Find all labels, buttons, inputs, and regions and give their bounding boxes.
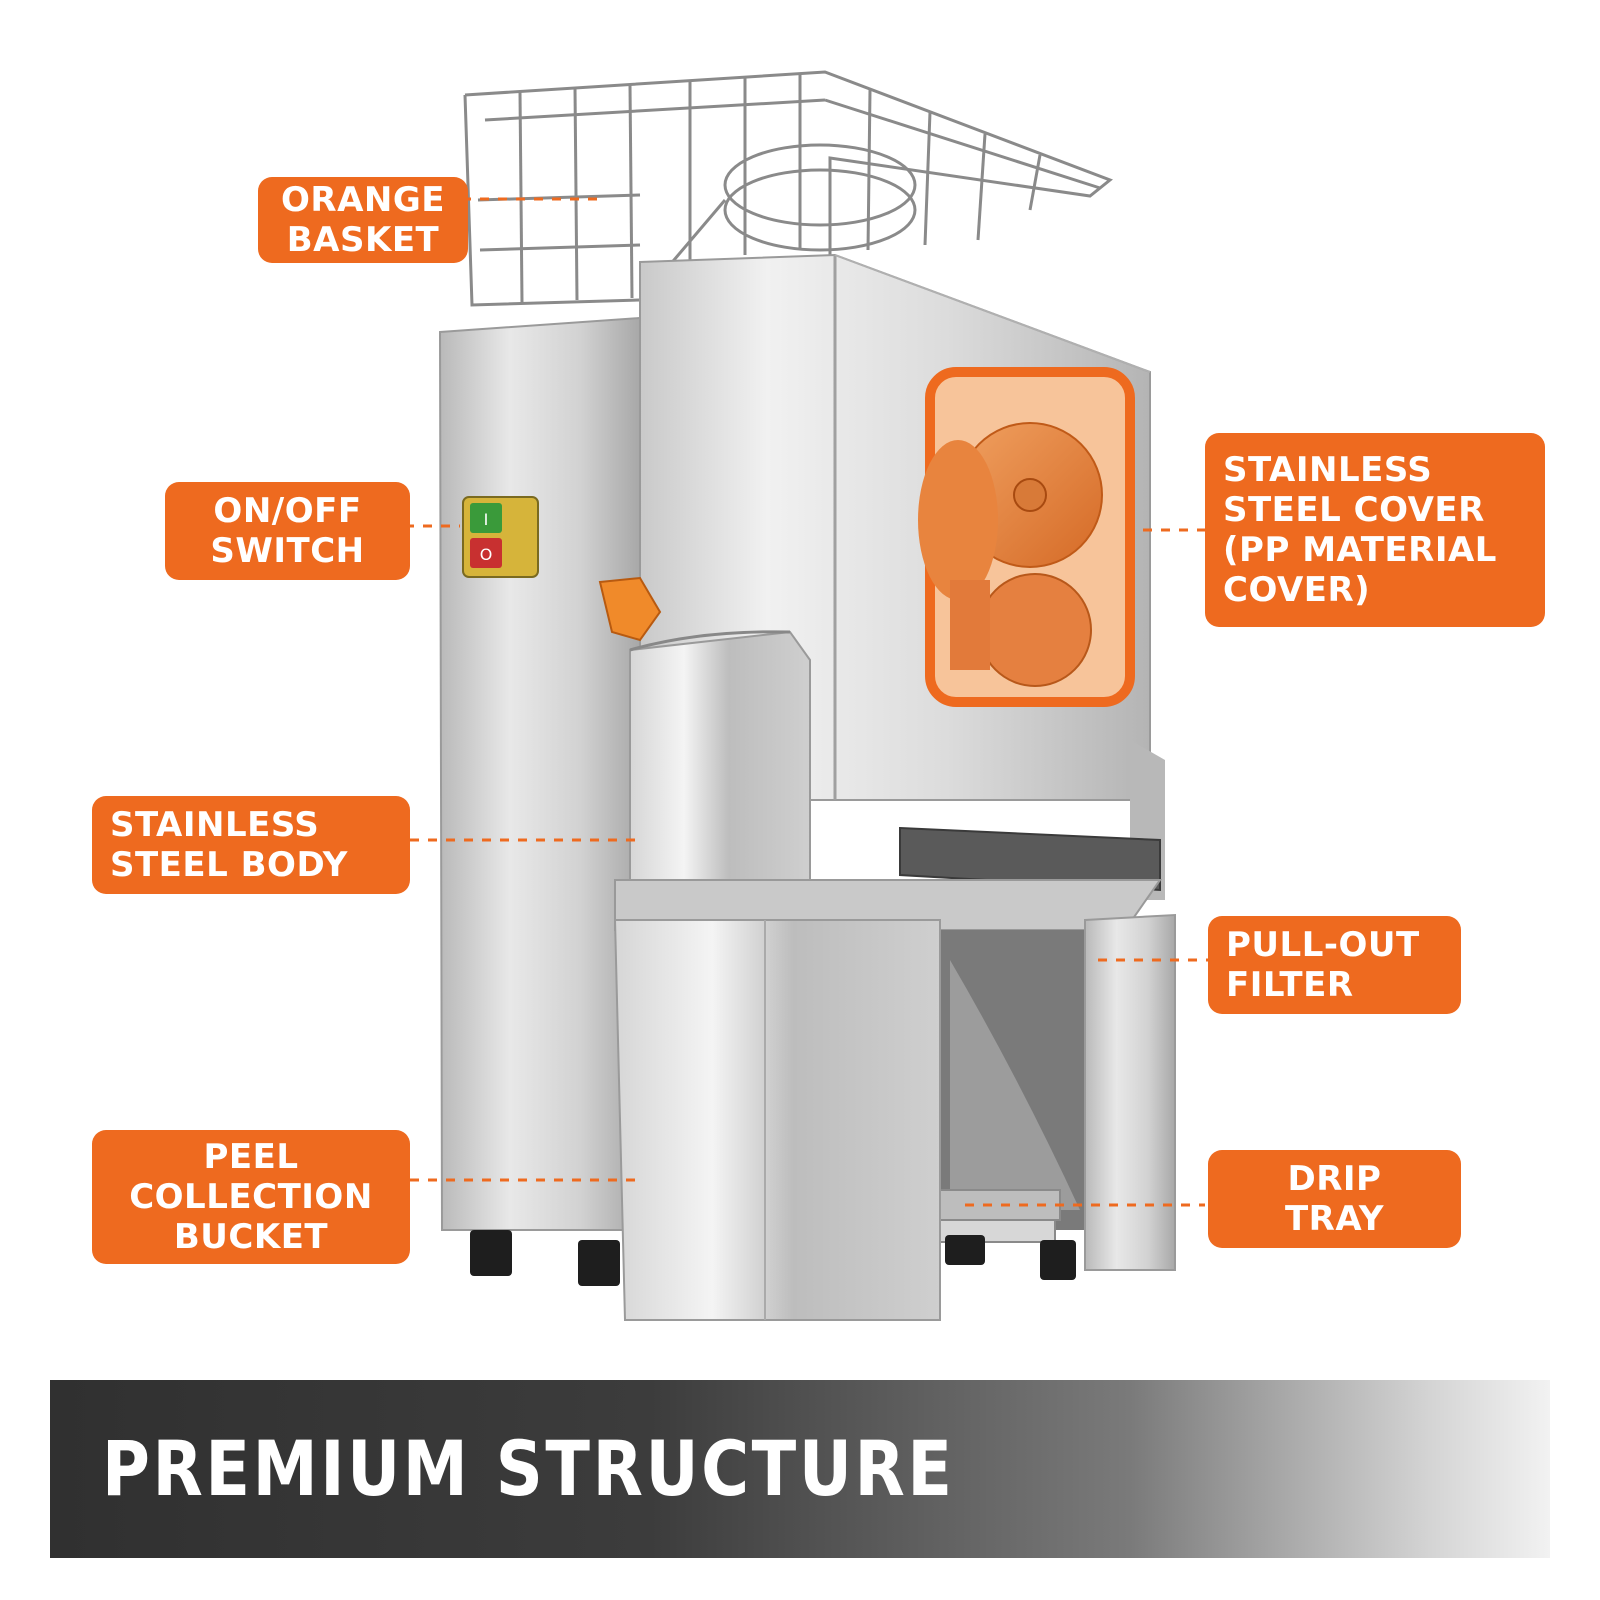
banner-title: PREMIUM STRUCTURE xyxy=(102,1424,955,1513)
label-orange-basket: ORANGE BASKET xyxy=(258,177,468,263)
switch-on-symbol: I xyxy=(484,510,489,529)
leader-lines xyxy=(405,197,1208,1207)
label-drip-tray: DRIP TRAY xyxy=(1208,1150,1461,1248)
label-stainless-steel-cover: STAINLESS STEEL COVER (PP MATERIAL COVER… xyxy=(1205,433,1545,627)
power-switch-icon: I O xyxy=(462,496,539,578)
switch-off-symbol: O xyxy=(480,545,493,564)
label-stainless-steel-body: STAINLESS STEEL BODY xyxy=(92,796,410,894)
premium-structure-banner: PREMIUM STRUCTURE xyxy=(50,1380,1550,1558)
label-peel-collection-bucket: PEEL COLLECTION BUCKET xyxy=(92,1130,410,1264)
label-pull-out-filter: PULL-OUT FILTER xyxy=(1208,916,1461,1014)
label-on-off-switch: ON/OFF SWITCH xyxy=(165,482,410,580)
wire-basket xyxy=(463,70,1113,307)
